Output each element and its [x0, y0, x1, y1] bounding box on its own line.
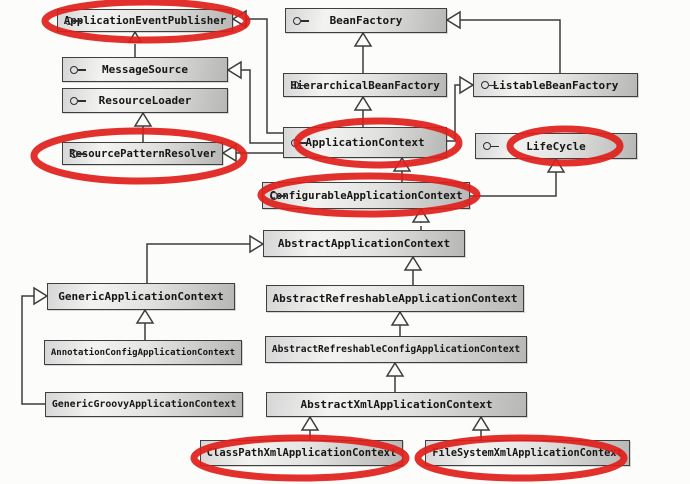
class-node-ApplicationContext: ApplicationContext: [283, 127, 447, 158]
lollipop-interface-icon: [70, 149, 88, 158]
inheritance-edge-AbstractXmlApplicationContext-to-AbstractRefreshableConfigApplicationContext: [385, 361, 405, 392]
class-name-label: AbstractApplicationContext: [277, 237, 451, 250]
class-node-AbstractRefreshableApplicationContext: AbstractRefreshableApplicationContext: [266, 285, 524, 312]
class-name-label: BeanFactory: [329, 14, 403, 27]
class-node-AnnotationConfigApplicationContext: AnnotationConfigApplicationContext: [44, 340, 242, 365]
class-node-ResourcePatternResolver: ResourcePatternResolver: [62, 142, 223, 165]
class-node-GenericApplicationContext: GenericApplicationContext: [47, 283, 235, 310]
class-name-label: FileSystemXmlApplicationContext: [432, 447, 623, 459]
class-name-label: GenericGroovyApplicationContext: [51, 399, 237, 410]
class-node-FileSystemXmlApplicationContext: FileSystemXmlApplicationContext: [425, 440, 630, 466]
hollow-triangle-arrowhead: [353, 95, 373, 111]
class-node-ApplicationEventPublisher: ApplicationEventPublisher: [57, 9, 233, 32]
class-node-GenericGroovyApplicationContext: GenericGroovyApplicationContext: [45, 392, 243, 417]
class-node-ConfigurableApplicationContext: ConfigurableApplicationContext: [262, 182, 470, 209]
lollipop-interface-icon: [70, 65, 88, 74]
class-node-BeanFactory: BeanFactory: [285, 8, 447, 33]
hollow-triangle-arrowhead: [135, 308, 155, 324]
class-node-ResourceLoader: ResourceLoader: [62, 88, 228, 113]
hollow-triangle-arrowhead: [226, 60, 242, 80]
inheritance-edge-AbstractRefreshableConfigApplicationContext-to-AbstractRefreshableApplicationContext: [390, 310, 410, 336]
hollow-triangle-arrowhead: [403, 255, 423, 271]
class-node-AbstractRefreshableConfigApplicationContext: AbstractRefreshableConfigApplicationCont…: [265, 336, 527, 363]
inheritance-edge-ListableBeanFactory-to-BeanFactory: [445, 10, 561, 73]
hollow-triangle-arrowhead: [471, 415, 491, 431]
class-node-ListableBeanFactory: ListableBeanFactory: [473, 73, 638, 97]
class-node-ClassPathXmlApplicationContext: ClassPathXmlApplicationContext: [200, 440, 403, 466]
class-node-AbstractApplicationContext: AbstractApplicationContext: [263, 230, 465, 257]
inheritance-edge-AbstractRefreshableApplicationContext-to-AbstractApplicationContext: [403, 255, 423, 285]
lollipop-interface-icon: [70, 96, 88, 105]
class-name-label: ResourceLoader: [98, 94, 192, 107]
inheritance-edge-ApplicationContext-to-MessageSource: [226, 60, 283, 144]
lollipop-interface-icon: [65, 16, 83, 25]
hollow-triangle-arrowhead: [133, 111, 153, 127]
hollow-triangle-arrowhead: [445, 10, 461, 30]
lollipop-interface-icon: [270, 191, 288, 200]
class-name-label: AbstractXmlApplicationContext: [300, 398, 493, 411]
class-name-label: MessageSource: [101, 63, 189, 76]
inheritance-edge-AnnotationConfigApplicationContext-to-GenericApplicationContext: [135, 308, 155, 340]
hollow-triangle-arrowhead: [249, 234, 265, 254]
class-name-label: AbstractRefreshableConfigApplicationCont…: [271, 344, 521, 355]
class-node-HierarchicalBeanFactory: HierarchicalBeanFactory: [283, 73, 447, 97]
hollow-triangle-arrowhead: [300, 415, 320, 431]
class-name-label: LifeCycle: [526, 139, 586, 153]
lollipop-interface-icon: [291, 81, 309, 89]
class-node-LifeCycle: LifeCycle: [475, 133, 637, 159]
class-name-label: AbstractRefreshableApplicationContext: [272, 292, 518, 305]
inheritance-edge-GenericGroovyApplicationContext-to-GenericApplicationContext: [21, 286, 49, 405]
class-node-AbstractXmlApplicationContext: AbstractXmlApplicationContext: [266, 392, 527, 417]
hollow-triangle-arrowhead: [33, 286, 49, 306]
class-name-label: AnnotationConfigApplicationContext: [50, 347, 236, 358]
inheritance-edge-GenericApplicationContext-to-AbstractApplicationContext: [146, 234, 265, 283]
inheritance-edge-HierarchicalBeanFactory-to-BeanFactory: [353, 31, 373, 73]
class-node-MessageSource: MessageSource: [62, 57, 228, 82]
lollipop-interface-icon: [293, 16, 311, 25]
lollipop-interface-icon: [291, 138, 309, 147]
class-name-label: ClassPathXmlApplicationContext: [206, 447, 397, 459]
hollow-triangle-arrowhead: [385, 361, 405, 377]
hollow-triangle-arrowhead: [353, 31, 373, 47]
class-name-label: ApplicationEventPublisher: [63, 14, 227, 27]
lollipop-interface-icon: [483, 142, 501, 150]
lollipop-interface-icon: [481, 81, 499, 89]
class-name-label: HierarchicalBeanFactory: [290, 78, 440, 92]
class-name-label: ResourcePatternResolver: [69, 147, 216, 160]
hollow-triangle-arrowhead: [459, 75, 475, 95]
class-name-label: ApplicationContext: [305, 136, 425, 149]
class-name-label: ListableBeanFactory: [492, 78, 619, 92]
hollow-triangle-arrowhead: [390, 310, 410, 326]
class-name-label: GenericApplicationContext: [58, 290, 224, 303]
class-name-label: ConfigurableApplicationContext: [269, 189, 463, 202]
